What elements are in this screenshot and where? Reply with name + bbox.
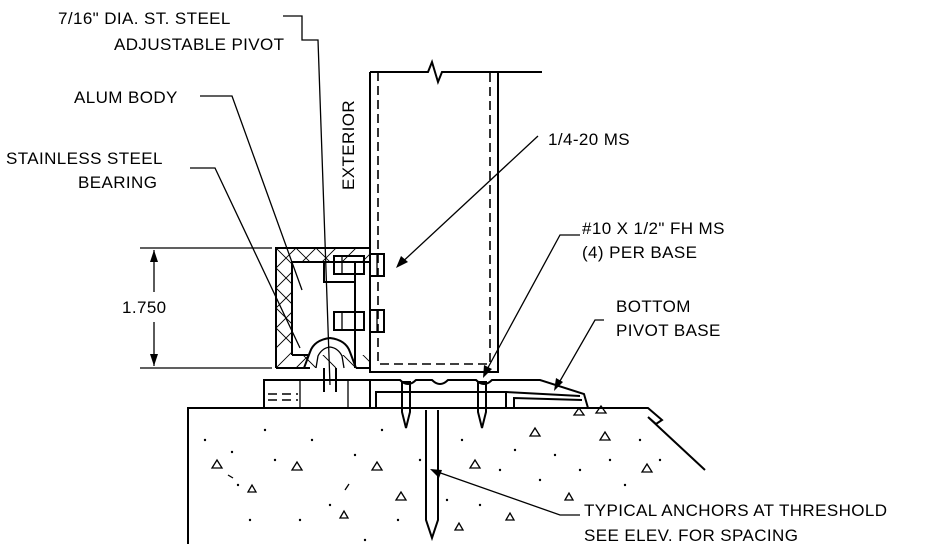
anchors-label-line1: TYPICAL ANCHORS AT THRESHOLD — [584, 501, 887, 520]
exterior-label: EXTERIOR — [339, 100, 358, 190]
bearing-label-line1: STAINLESS STEEL — [6, 149, 163, 168]
concrete-aggregate — [203, 404, 662, 542]
anchors-label-line2: SEE ELEV. FOR SPACING — [584, 526, 798, 545]
alum-body-label: ALUM BODY — [74, 88, 178, 107]
ms-screw-label: 1/4-20 MS — [548, 130, 630, 149]
pivot-label-line1: 7/16" DIA. ST. STEEL — [58, 9, 231, 28]
base-label-line1: BOTTOM — [616, 297, 691, 316]
door-stile — [369, 58, 542, 373]
bearing-label-line2: BEARING — [78, 173, 157, 192]
bottom-pivot-base — [263, 379, 589, 409]
fh-label-line1: #10 X 1/2" FH MS — [582, 219, 725, 238]
fh-label-line2: (4) PER BASE — [582, 243, 697, 262]
pivot-label-line2: ADJUSTABLE PIVOT — [114, 35, 284, 54]
leader-lines — [190, 15, 604, 516]
fh-screws — [401, 381, 487, 429]
base-label-line2: PIVOT BASE — [616, 321, 721, 340]
dimension-1750: 1.750 — [122, 247, 272, 369]
threshold-anchor — [425, 410, 439, 542]
dimension-value: 1.750 — [122, 298, 167, 317]
ms-bolts — [333, 253, 385, 333]
concrete-slab — [187, 404, 706, 544]
annotations: 7/16" DIA. ST. STEEL ADJUSTABLE PIVOT AL… — [6, 9, 887, 545]
